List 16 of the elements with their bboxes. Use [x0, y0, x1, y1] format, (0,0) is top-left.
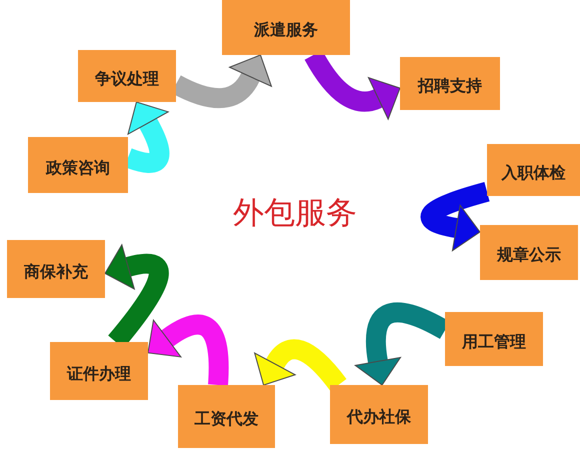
service-box: 政策咨询 — [28, 137, 128, 193]
service-box: 入职体检 — [487, 144, 580, 196]
service-box: 商保补充 — [7, 240, 105, 298]
curved-arrow — [124, 101, 170, 173]
service-box: 证件办理 — [50, 342, 148, 400]
service-box: 派遣服务 — [222, 0, 350, 55]
service-box: 工资代发 — [178, 385, 275, 448]
service-box: 用工管理 — [445, 312, 543, 366]
curved-arrow — [146, 314, 229, 386]
service-box: 争议处理 — [78, 50, 176, 102]
curved-arrow — [254, 339, 346, 392]
service-box: 代办社保 — [330, 385, 428, 444]
service-box: 招聘支持 — [400, 57, 500, 110]
service-box: 规章公示 — [480, 225, 578, 280]
curved-arrow — [420, 182, 490, 252]
center-label: 外包服务 — [233, 196, 357, 230]
